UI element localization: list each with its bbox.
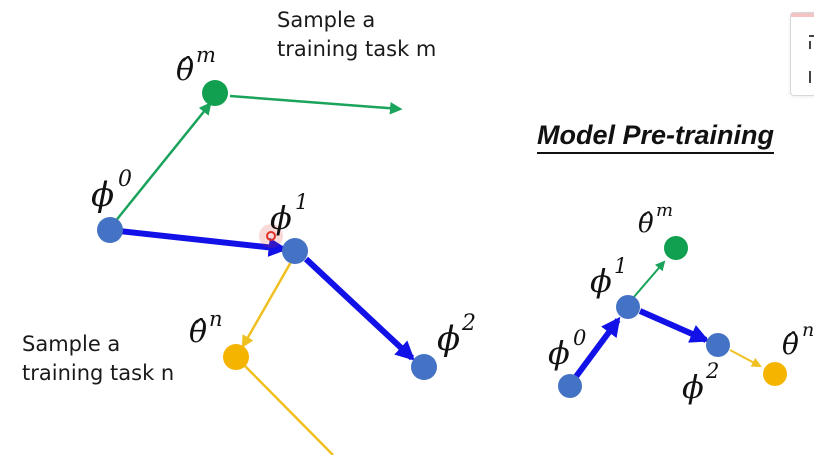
node-theta-m [202,80,228,106]
mini-node-theta-m [664,236,688,260]
label-phi0-sup: 0 [118,167,132,192]
mini-label-phi0-base: ϕ [548,334,570,372]
cursor-highlight [259,224,283,248]
arrow-phi0-to-theta-m [109,102,212,229]
overlay-glyph [809,35,814,37]
overlay-panel[interactable] [790,12,814,96]
mini-label-theta-n-sup: n [802,319,814,341]
mini-label-phi2-base: ϕ [682,368,704,406]
label-theta-n-base: θ̂ [189,315,207,350]
mini-label-theta-m-base: θ̂ [638,209,654,239]
label-phi1: ϕ 1 [270,190,308,237]
mini-label-phi2: ϕ 2 [682,359,719,406]
label-theta-n-sup: n [209,307,223,331]
arrow-phi1-to-theta-n [241,261,293,349]
arrow-theta-m-gradient [229,94,403,115]
arrow-phi1-to-phi2 [303,256,415,361]
label-theta-m-sup: m [196,43,216,67]
mini-label-phi1-sup: 1 [614,254,627,278]
mini-arrow-phi1-to-theta-m [632,260,666,299]
mini-node-phi2 [706,333,730,357]
label-theta-m-base: θ̂ [176,53,194,88]
mini-label-theta-n: θ̂ n [782,319,814,361]
node-phi1 [282,238,308,264]
mini-node-theta-n [763,362,787,386]
overlay-glyph [809,41,811,49]
mini-arrow-phi2-to-theta-n [729,349,762,367]
label-phi0: ϕ 0 [91,167,132,215]
mini-label-theta-n-base: θ̂ [782,328,799,361]
label-phi1-base: ϕ [270,199,292,237]
node-phi0 [97,217,123,243]
mini-label-theta-m: θ̂ m [638,200,673,239]
label-phi0-base: ϕ [91,175,114,215]
arrow-phi0-to-phi1 [109,227,288,257]
overlay-panel-accent [791,13,814,17]
mini-label-phi1-base: ϕ [590,262,612,300]
mini-label-phi0-sup: 0 [573,326,586,350]
caption-task-m-line1: Sample a [277,8,376,32]
label-phi1-sup: 1 [295,190,308,214]
label-theta-n: θ̂ n [189,307,223,350]
node-theta-n [223,344,249,370]
label-phi2: ϕ 2 [437,311,476,359]
node-phi2 [411,354,437,380]
caption-task-m-line2: training task m [277,37,437,61]
mini-arrow-phi0-to-phi1 [569,316,621,384]
label-phi2-base: ϕ [437,319,460,359]
label-phi2-sup: 2 [461,311,476,336]
caption-task-n-line2: training task n [22,361,175,385]
mini-node-phi0 [558,374,582,398]
mini-label-phi2-sup: 2 [705,359,719,383]
caption-task-n-line1: Sample a [22,332,121,356]
label-theta-m: θ̂ m [176,43,216,88]
mini-label-theta-m-sup: m [656,200,673,221]
mini-node-phi1 [616,295,640,319]
overlay-glyph [809,71,811,83]
cursor-dot [266,231,276,241]
mini-label-phi1: ϕ 1 [590,254,627,300]
mini-arrow-phi1-to-phi2 [638,308,710,343]
arrow-theta-n-gradient [242,363,334,455]
mini-label-phi0: ϕ 0 [548,326,586,372]
caption-task-n: Sample a training task n [22,330,174,388]
caption-task-m: Sample a training task m [277,6,436,64]
model-pretraining-heading: Model Pre-training [537,120,775,154]
